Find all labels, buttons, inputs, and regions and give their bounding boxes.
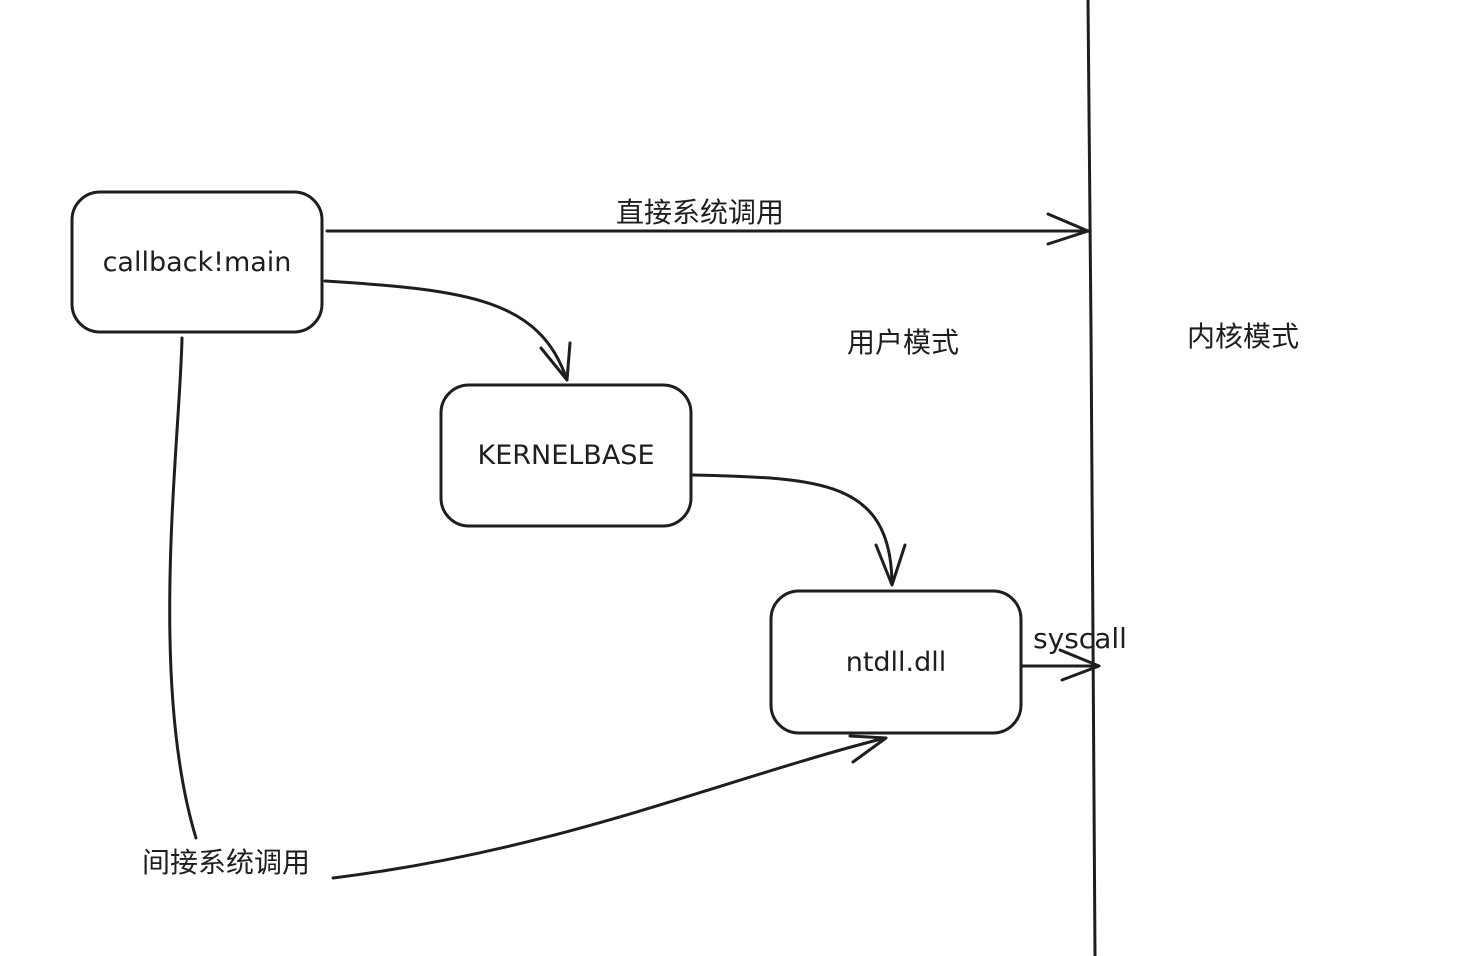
ntdll-node xyxy=(769,589,1023,735)
kernelbase-node xyxy=(439,383,693,528)
kernel-mode-label: 内核模式 xyxy=(1187,320,1299,353)
callback-to-kernelbase-arrow xyxy=(323,279,572,382)
syscall-label: syscall xyxy=(1033,622,1127,655)
syscall-arrow xyxy=(1020,648,1101,682)
user-kernel-boundary-line xyxy=(1086,0,1097,956)
kernelbase-to-ntdll-arrow xyxy=(691,473,907,587)
user-mode-label: 用户模式 xyxy=(847,326,959,359)
direct-syscall-arrow xyxy=(325,212,1090,246)
indirect-syscall-arrow xyxy=(168,336,888,880)
ntdll-label: ntdll.dll xyxy=(846,647,947,678)
direct-syscall-label: 直接系统调用 xyxy=(616,196,784,229)
kernelbase-label: KERNELBASE xyxy=(477,440,654,471)
callback-main-label: callback!main xyxy=(103,247,292,278)
callback-main-node xyxy=(70,190,324,334)
indirect-syscall-label: 间接系统调用 xyxy=(142,846,310,879)
